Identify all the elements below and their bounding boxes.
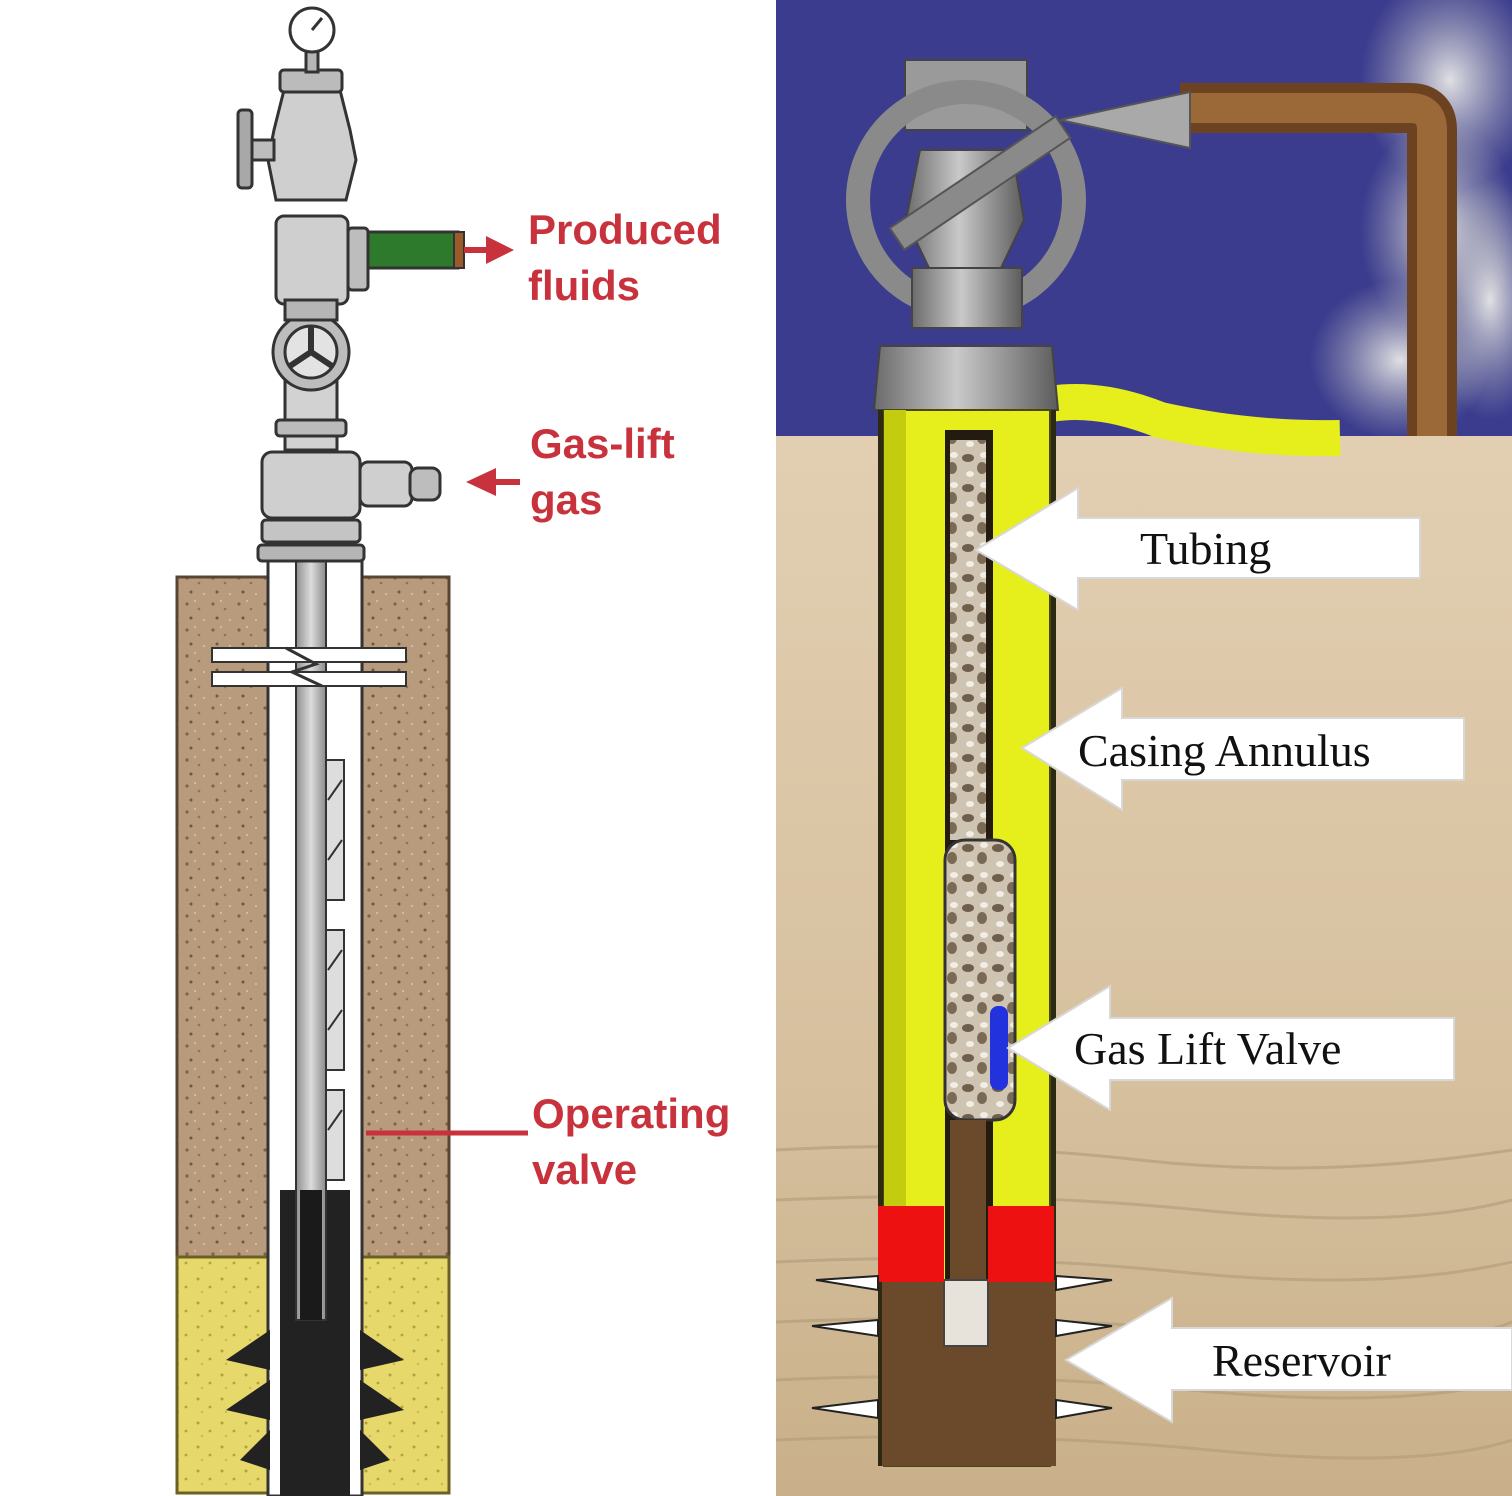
gas-lift-mandrels (325, 759, 345, 1181)
flowline-pipe-highlight (1180, 93, 1447, 436)
break-symbol (211, 646, 407, 688)
label-produced-fluids: Produced fluids (528, 206, 733, 309)
callout-reservoir: Reservoir (1064, 1296, 1512, 1424)
callout-gas-lift-valve: Gas Lift Valve (1006, 984, 1455, 1112)
flowline-reducer (1059, 90, 1191, 150)
right-panel: Tubing Casing Annulus Gas Lift Valve Res… (775, 0, 1512, 1496)
tubing-foam-flow (950, 440, 986, 840)
tubing-tail (943, 1279, 989, 1347)
flowline-outlet (366, 230, 460, 270)
label-casing-annulus: Casing Annulus (1078, 725, 1371, 776)
flowline-flange (453, 231, 465, 269)
wellhead (236, 6, 442, 563)
gas-lift-valve-part (990, 1006, 1008, 1090)
label-gas-lift-gas: Gas-lift gas (530, 420, 686, 523)
label-operating-valve: Operating valve (532, 1090, 742, 1193)
packer-left (878, 1206, 944, 1282)
perforation-jets (811, 1274, 1113, 1420)
tubing-fluid (300, 1190, 322, 1320)
label-reservoir: Reservoir (1212, 1335, 1391, 1386)
wellhead-3d (846, 59, 1086, 411)
callout-tubing: Tubing (974, 486, 1421, 612)
annulus-shade (884, 410, 906, 1466)
packer-right (988, 1206, 1054, 1282)
produced-fluids-arrow (464, 236, 514, 264)
gas-supply-line (1047, 384, 1341, 457)
label-tubing: Tubing (1140, 523, 1271, 574)
left-panel: Produced fluids Gas-lift gas Operating v… (175, 6, 742, 1496)
label-gas-lift-valve: Gas Lift Valve (1074, 1023, 1341, 1074)
callout-casing-annulus: Casing Annulus (1020, 686, 1465, 812)
gas-lift-gas-arrow (466, 468, 520, 496)
perforations (226, 1330, 404, 1470)
